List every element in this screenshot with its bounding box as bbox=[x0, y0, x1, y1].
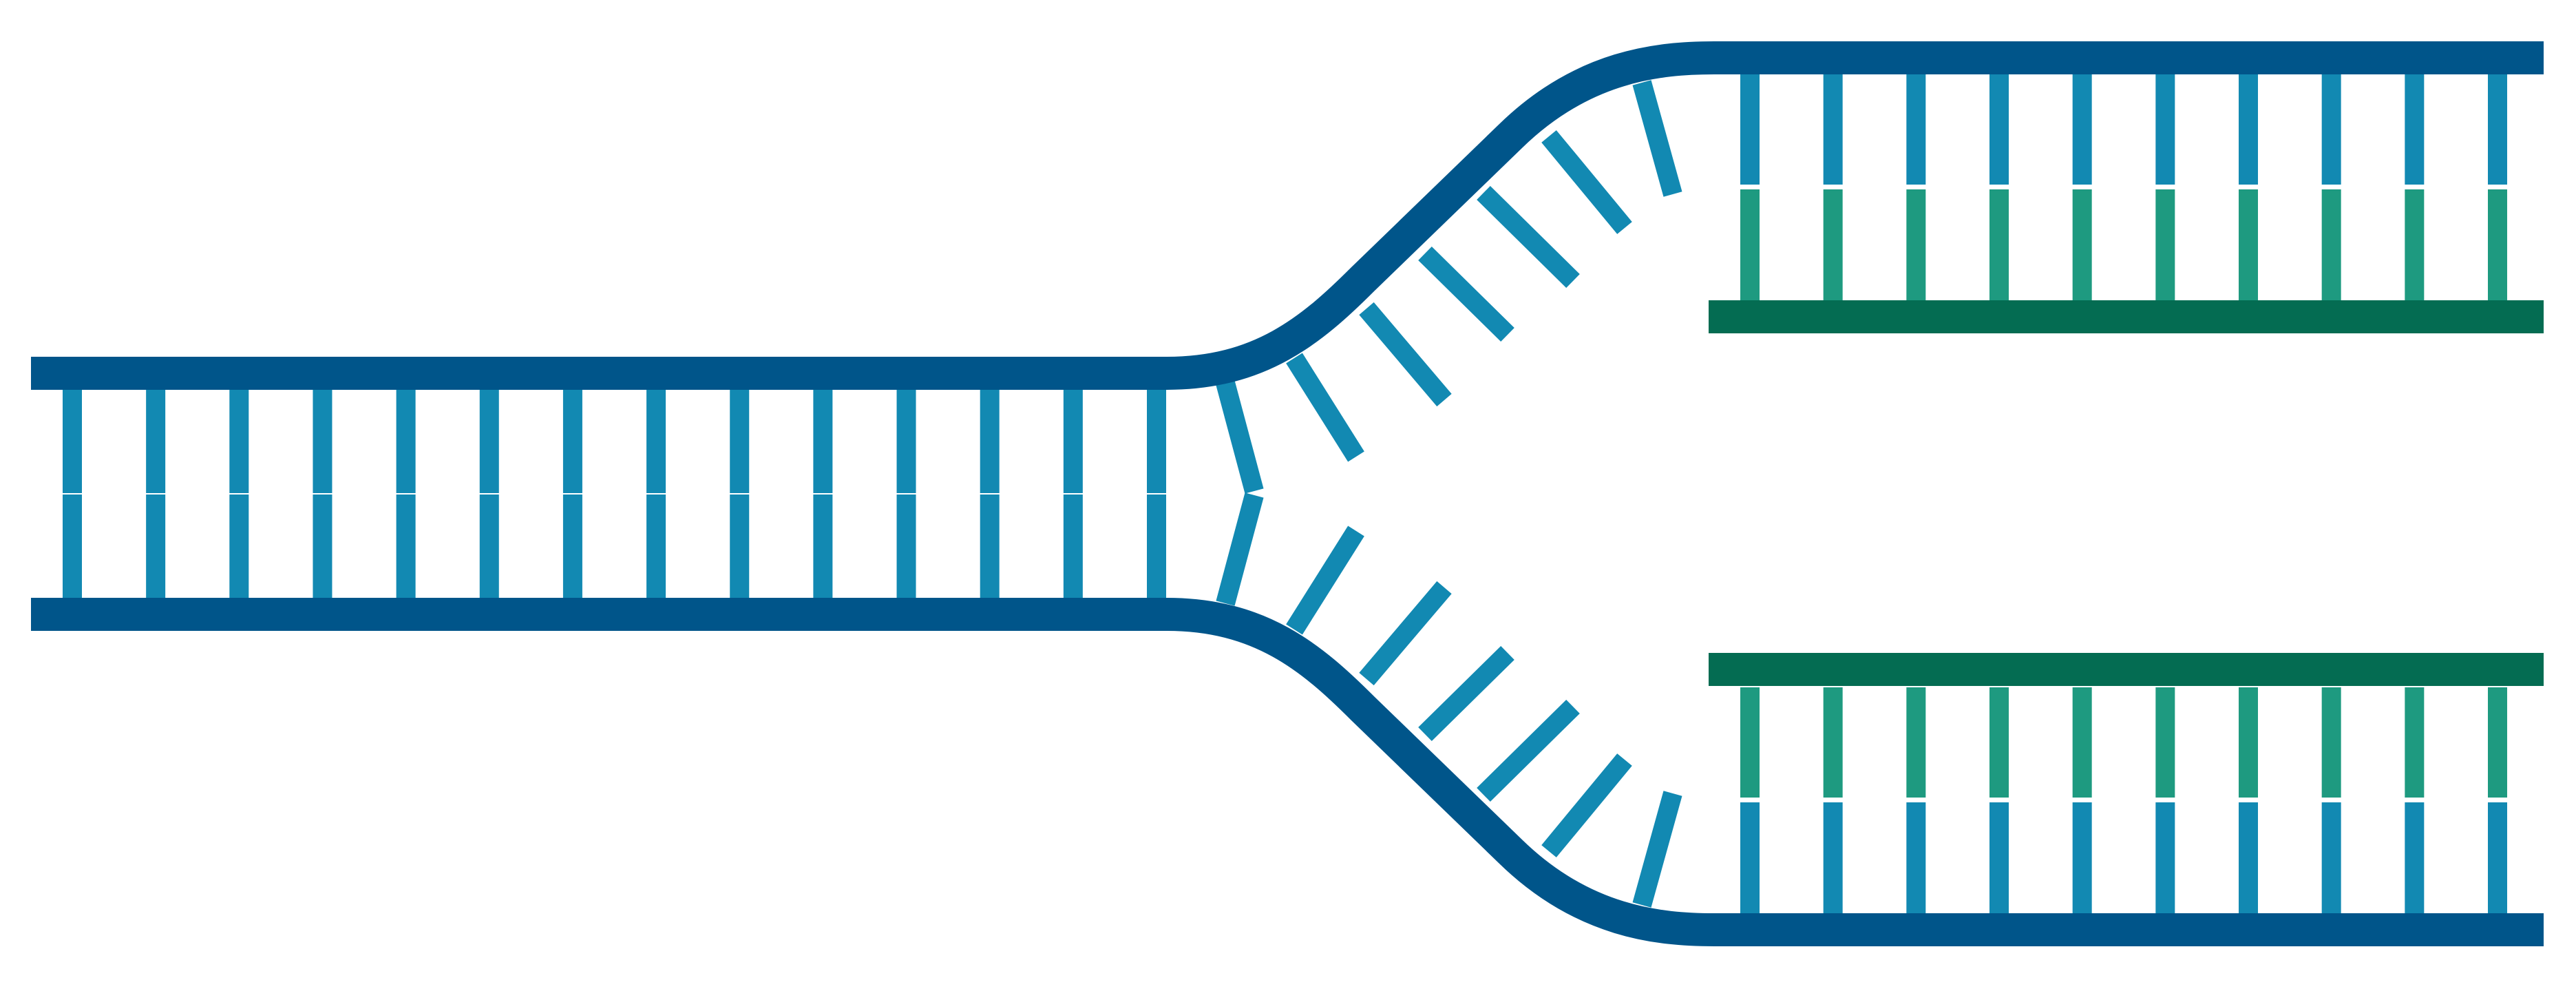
strands-layer bbox=[31, 41, 2544, 946]
parental-strand-top bbox=[31, 41, 2544, 390]
unpaired-base-bottom bbox=[1418, 646, 1514, 741]
unpaired-base-top bbox=[1541, 130, 1632, 234]
unpaired-base-top bbox=[1418, 247, 1514, 342]
unpaired-base-bottom bbox=[1541, 753, 1632, 857]
bases-layer bbox=[63, 69, 2507, 919]
unpaired-base-top bbox=[1286, 353, 1364, 462]
unpaired-base-top bbox=[1477, 186, 1580, 288]
parental-strand-bottom bbox=[31, 598, 2544, 946]
fork-base-bottom bbox=[1216, 492, 1264, 606]
fork-base-top bbox=[1216, 380, 1264, 494]
unpaired-base-bottom bbox=[1286, 525, 1364, 635]
unpaired-base-bottom bbox=[1632, 791, 1682, 908]
unpaired-base-bottom bbox=[1477, 700, 1580, 802]
unpaired-base-top bbox=[1632, 80, 1682, 197]
unpaired-base-top bbox=[1359, 302, 1452, 407]
unpaired-base-bottom bbox=[1359, 581, 1452, 686]
